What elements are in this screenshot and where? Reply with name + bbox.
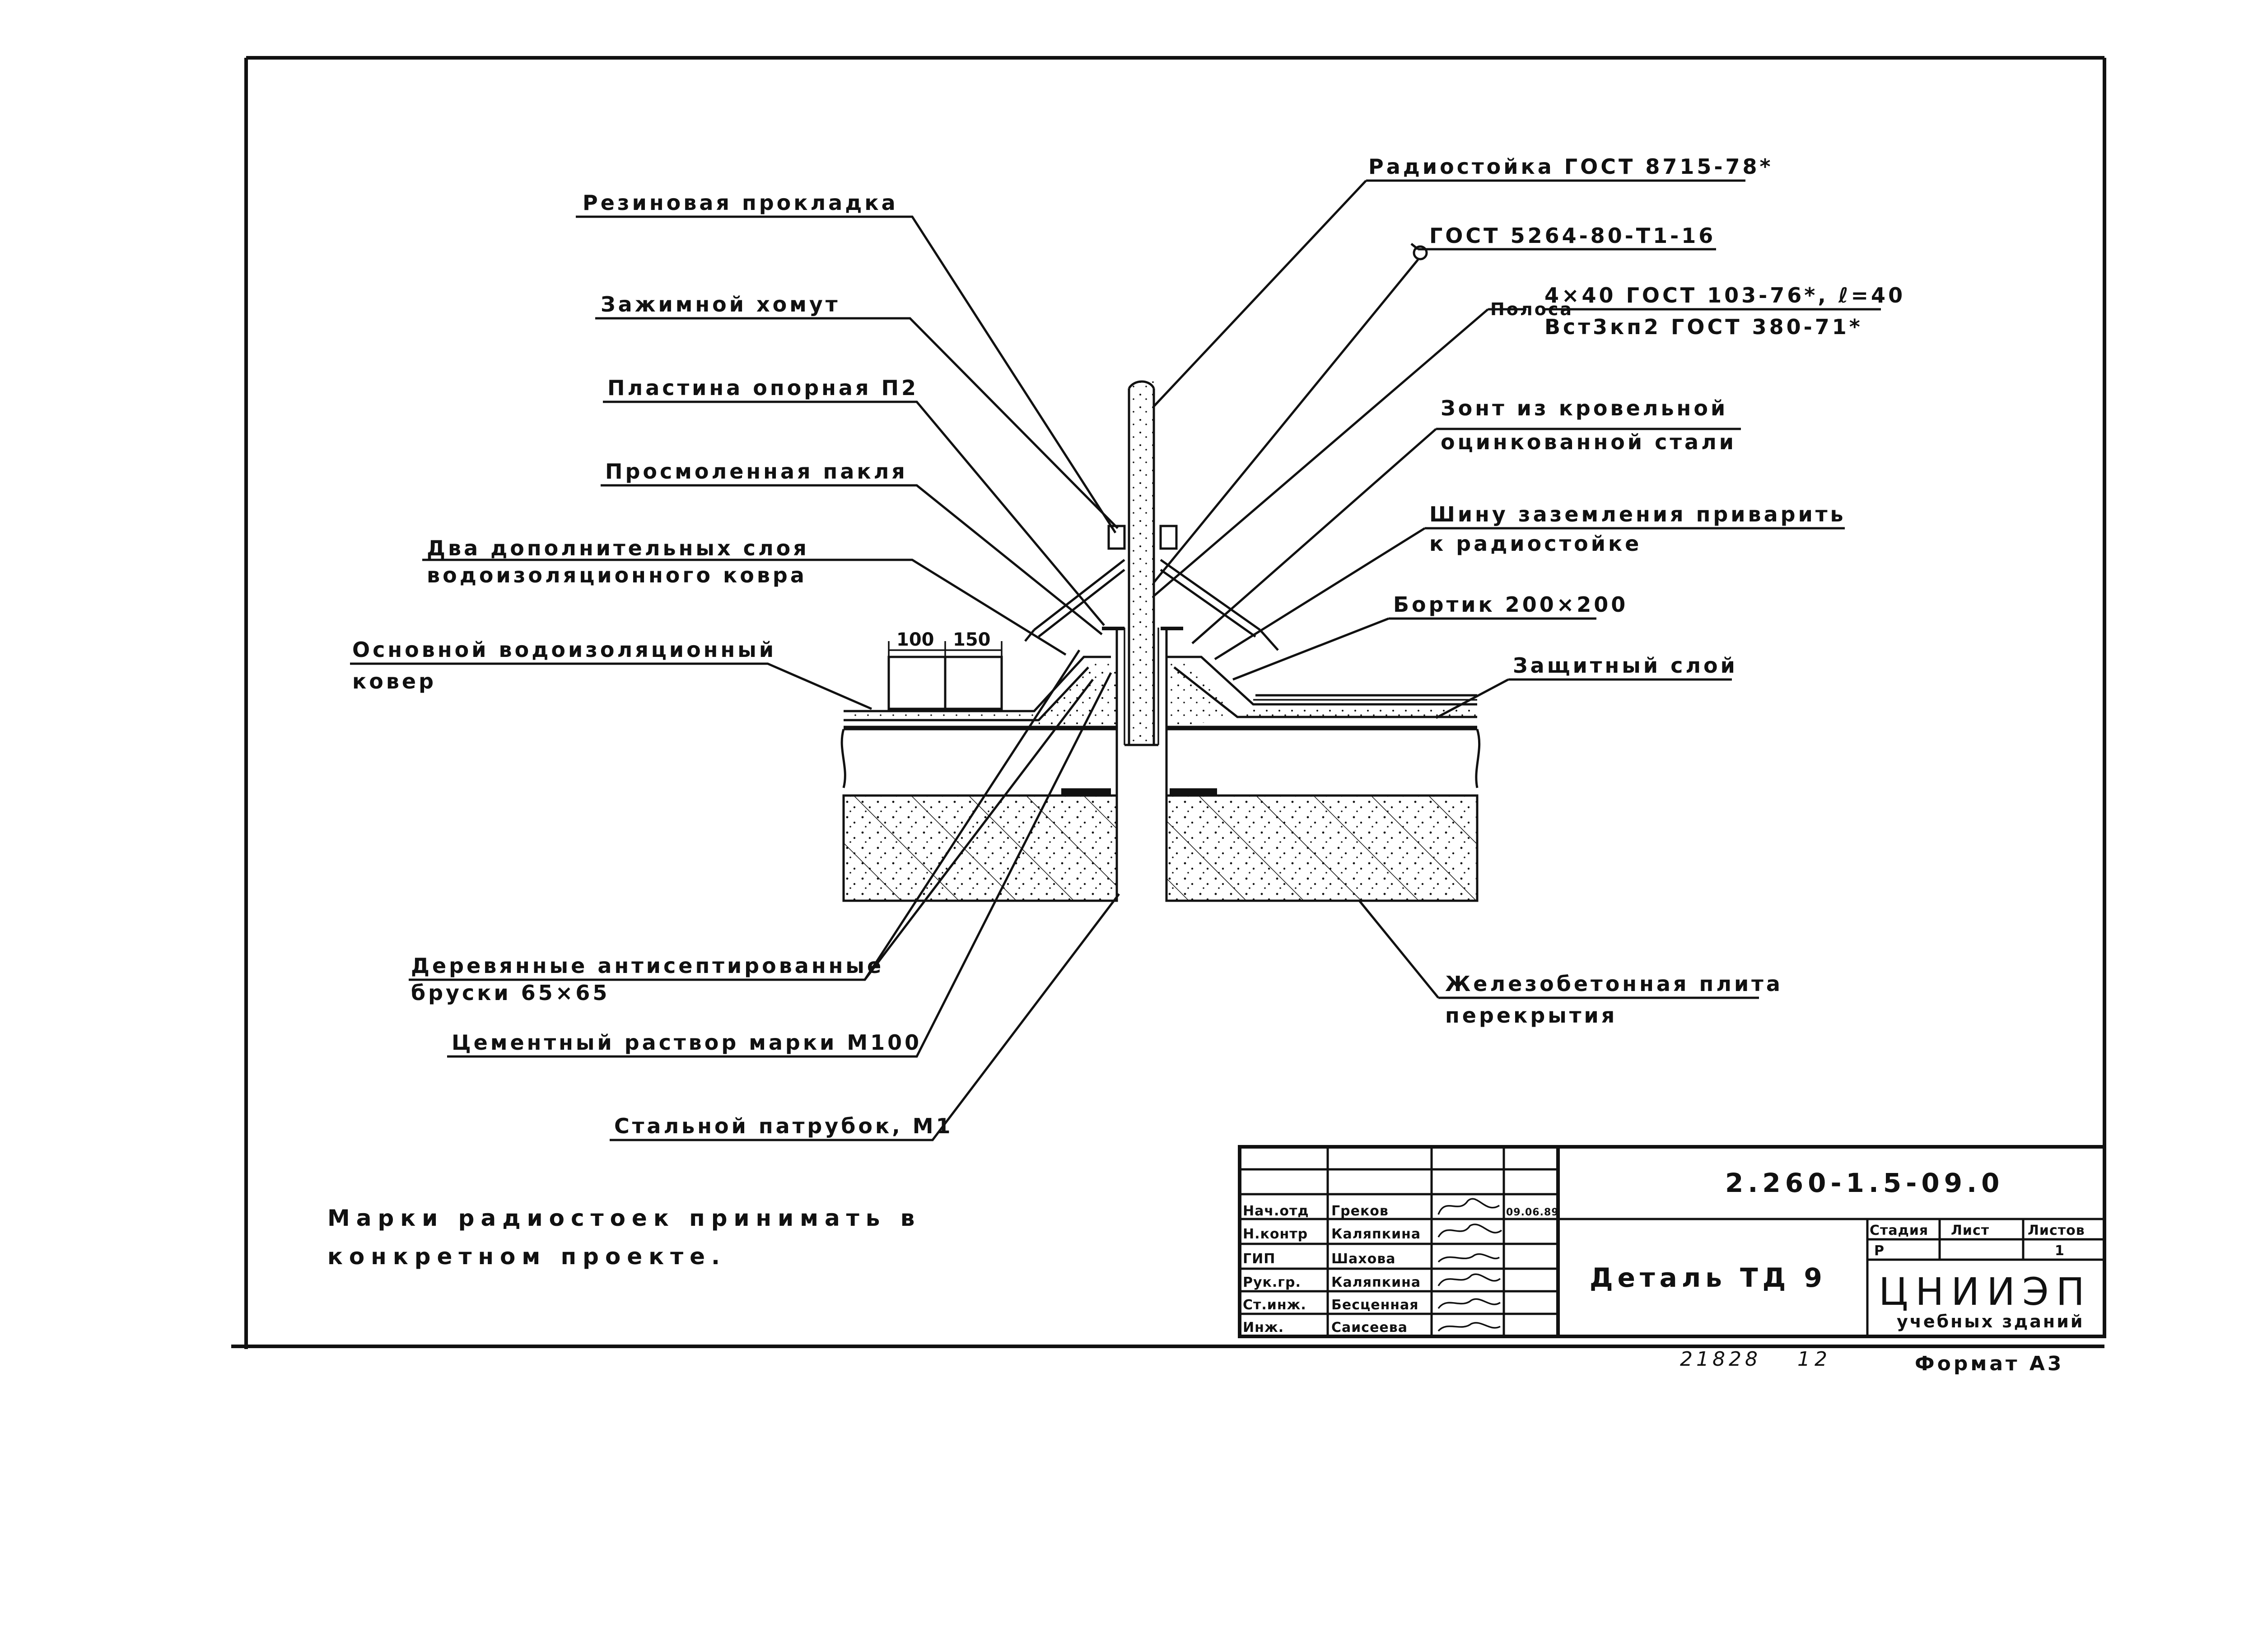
leader-lines-right: [1153, 179, 1881, 999]
label-tarred-tow: Просмоленная пакля: [605, 459, 908, 484]
label-wood-bars-2: бруски 65×65: [411, 981, 610, 1005]
umbrella-cone: [1024, 558, 1279, 651]
stage-value: Р: [1874, 1243, 1885, 1259]
label-extra-layers-1: Два дополнительных слоя: [427, 536, 809, 560]
stamp-number: 21828: [1680, 1348, 1761, 1371]
label-strip-bottom: Вст3кп2 ГОСТ 380-71*: [1544, 315, 1863, 339]
sheet-frame: [231, 56, 2106, 1349]
label-slab-2: перекрытия: [1445, 1003, 1617, 1028]
label-support-plate: Пластина опорная П2: [607, 376, 919, 400]
signature-table: Нач.отд Греков Н.контр Каляпкина ГИП Шах…: [1243, 1198, 1559, 1336]
label-cement-mortar: Цементный раствор марки М100: [452, 1030, 922, 1055]
sig-name-0: Греков: [1331, 1203, 1389, 1219]
mortar-pad-right: [1170, 788, 1217, 796]
sig-role-5: Инж.: [1243, 1320, 1284, 1336]
sig-role-2: ГИП: [1243, 1251, 1275, 1267]
sheets-value: 1: [2055, 1243, 2065, 1259]
label-strip-word: Полоса: [1490, 299, 1573, 319]
note-line-1: Марки радиостоек принимать в: [327, 1205, 921, 1231]
dim-100: 100: [896, 629, 934, 650]
label-wood-bars-1: Деревянные антисептированные: [411, 954, 884, 978]
protective-layer: [1253, 694, 1477, 701]
handwritten-signatures: [1437, 1198, 1502, 1332]
weld-symbol: [1413, 245, 1428, 261]
stamp-page: 12: [1797, 1348, 1832, 1371]
org-name: ЦНИИЭП: [1879, 1270, 2092, 1314]
sig-name-3: Каляпкина: [1331, 1275, 1421, 1290]
title-block: [1238, 1145, 2106, 1338]
sig-name-4: Бесценная: [1331, 1297, 1419, 1313]
concrete-slab-right: [1165, 794, 1479, 902]
label-main-carpet-1: Основной водоизоляционный: [352, 638, 776, 662]
sheets-header: Листов: [2028, 1223, 2085, 1238]
sig-name-5: Саисеева: [1331, 1320, 1408, 1336]
org-subtitle: учебных зданий: [1897, 1312, 2084, 1331]
label-strip-top: 4×40 ГОСТ 103-76*, ℓ=40: [1544, 283, 1905, 307]
label-umbrella-2: оцинкованной стали: [1441, 430, 1736, 454]
sig-role-3: Рук.гр.: [1243, 1275, 1301, 1290]
label-ground-1: Шину заземления приварить: [1429, 502, 1846, 526]
screed-layer: [840, 728, 1481, 788]
wood-bars: [887, 656, 1003, 710]
label-main-carpet-2: ковер: [352, 669, 436, 693]
label-steel-pipe: Стальной патрубок, М1: [614, 1114, 953, 1138]
drawing-title: Деталь ТД 9: [1590, 1262, 1827, 1293]
note-line-2: конкретном проекте.: [327, 1243, 726, 1270]
label-ground-2: к радиостойке: [1429, 531, 1642, 556]
dim-150: 150: [953, 629, 991, 650]
sig-role-1: Н.контр: [1243, 1226, 1308, 1242]
roof-detail: 100 150: [840, 380, 1481, 902]
format-label: Формат А3: [1915, 1352, 2064, 1375]
mortar-pad-left: [1061, 788, 1111, 796]
stage-header: Стадия: [1870, 1223, 1928, 1238]
sig-date: 09.06.89: [1506, 1207, 1559, 1218]
radio-stand: [1124, 380, 1158, 746]
label-clamp: Зажимной хомут: [601, 292, 840, 316]
curb-200x200: [1039, 664, 1246, 727]
sig-role-4: Ст.инж.: [1243, 1297, 1306, 1313]
sig-name-2: Шахова: [1331, 1251, 1396, 1267]
general-note: Марки радиостоек принимать в конкретном …: [327, 1205, 921, 1270]
leader-lines-left: [350, 215, 1120, 1141]
dimension-line: [888, 641, 1003, 659]
label-extra-layers-2: водоизоляционного ковра: [427, 563, 807, 587]
labels-right: Радиостойка ГОСТ 8715-78* ГОСТ 5264-80-Т…: [1368, 154, 1905, 1028]
label-umbrella-1: Зонт из кровельной: [1441, 396, 1728, 420]
label-gost-5264: ГОСТ 5264-80-Т1-16: [1429, 223, 1716, 248]
label-protective: Защитный слой: [1513, 653, 1738, 678]
waterproofing-carpet: [844, 656, 1477, 728]
title-block-text: 2.260-1.5-09.0 Деталь ТД 9 Стадия Лист Л…: [1590, 1168, 2092, 1375]
sig-name-1: Каляпкина: [1331, 1226, 1421, 1242]
steel-pipe: [1115, 628, 1168, 901]
labels-left: Резиновая прокладка Зажимной хомут Пласт…: [352, 191, 953, 1138]
label-rubber-gasket: Резиновая прокладка: [583, 191, 898, 215]
label-slab-1: Железобетонная плита: [1445, 972, 1783, 996]
sig-role-0: Нач.отд: [1243, 1203, 1309, 1219]
label-curb: Бортик 200×200: [1393, 592, 1628, 617]
label-radio-stand: Радиостойка ГОСТ 8715-78*: [1368, 154, 1773, 179]
concrete-slab-left: [842, 794, 1118, 902]
doc-number: 2.260-1.5-09.0: [1725, 1168, 2004, 1198]
sheet-header: Лист: [1951, 1223, 1989, 1238]
